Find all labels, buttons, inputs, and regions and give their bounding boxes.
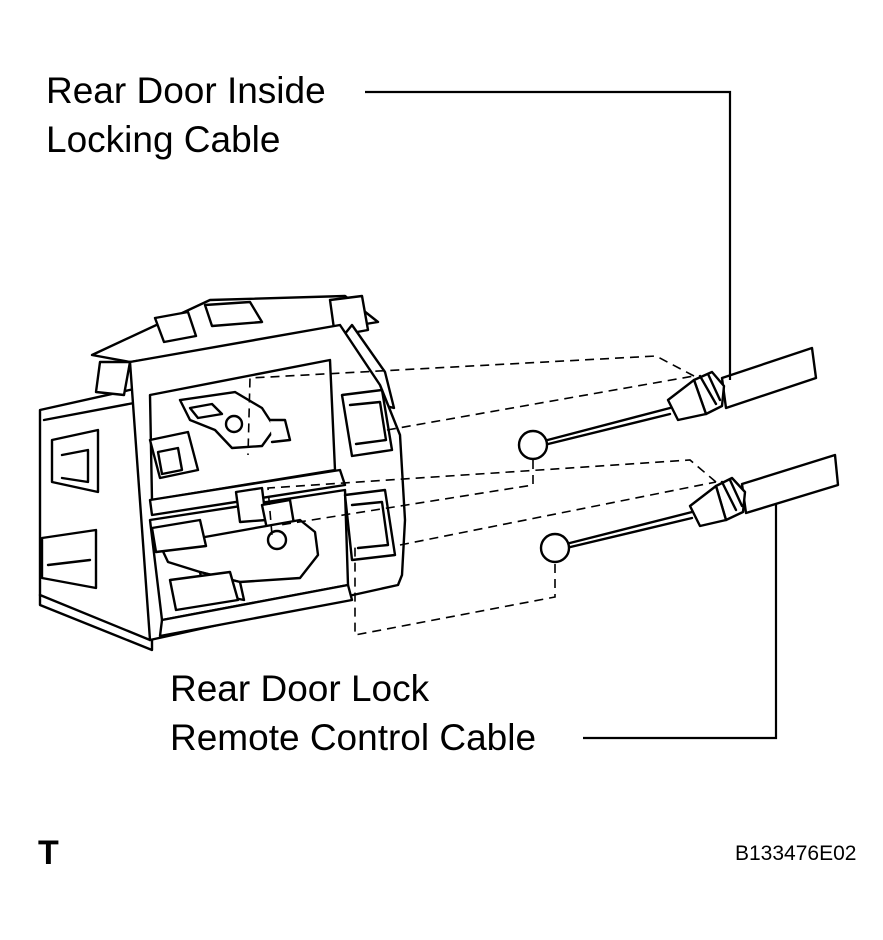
inside-locking-cable-label: Rear Door Inside Locking Cable	[46, 66, 326, 164]
remote-control-cable-label-line2: Remote Control Cable	[170, 717, 537, 758]
corner-mark: T	[38, 834, 59, 872]
figure-code: B133476E02	[735, 842, 857, 865]
inside-locking-cable-label-line2: Locking Cable	[46, 119, 281, 160]
remote-control-cable-label-line1: Rear Door Lock	[170, 668, 430, 709]
callout-leader-lines	[365, 90, 778, 740]
inside-locking-cable-drawing	[517, 346, 818, 461]
door-lock-assembly	[38, 294, 407, 652]
remote-control-cable-label: Rear Door Lock Remote Control Cable	[170, 664, 536, 762]
remote-control-cable-drawing	[539, 453, 840, 564]
inside-locking-cable-label-line1: Rear Door Inside	[46, 70, 326, 111]
installation-guide-lines	[247, 355, 717, 636]
